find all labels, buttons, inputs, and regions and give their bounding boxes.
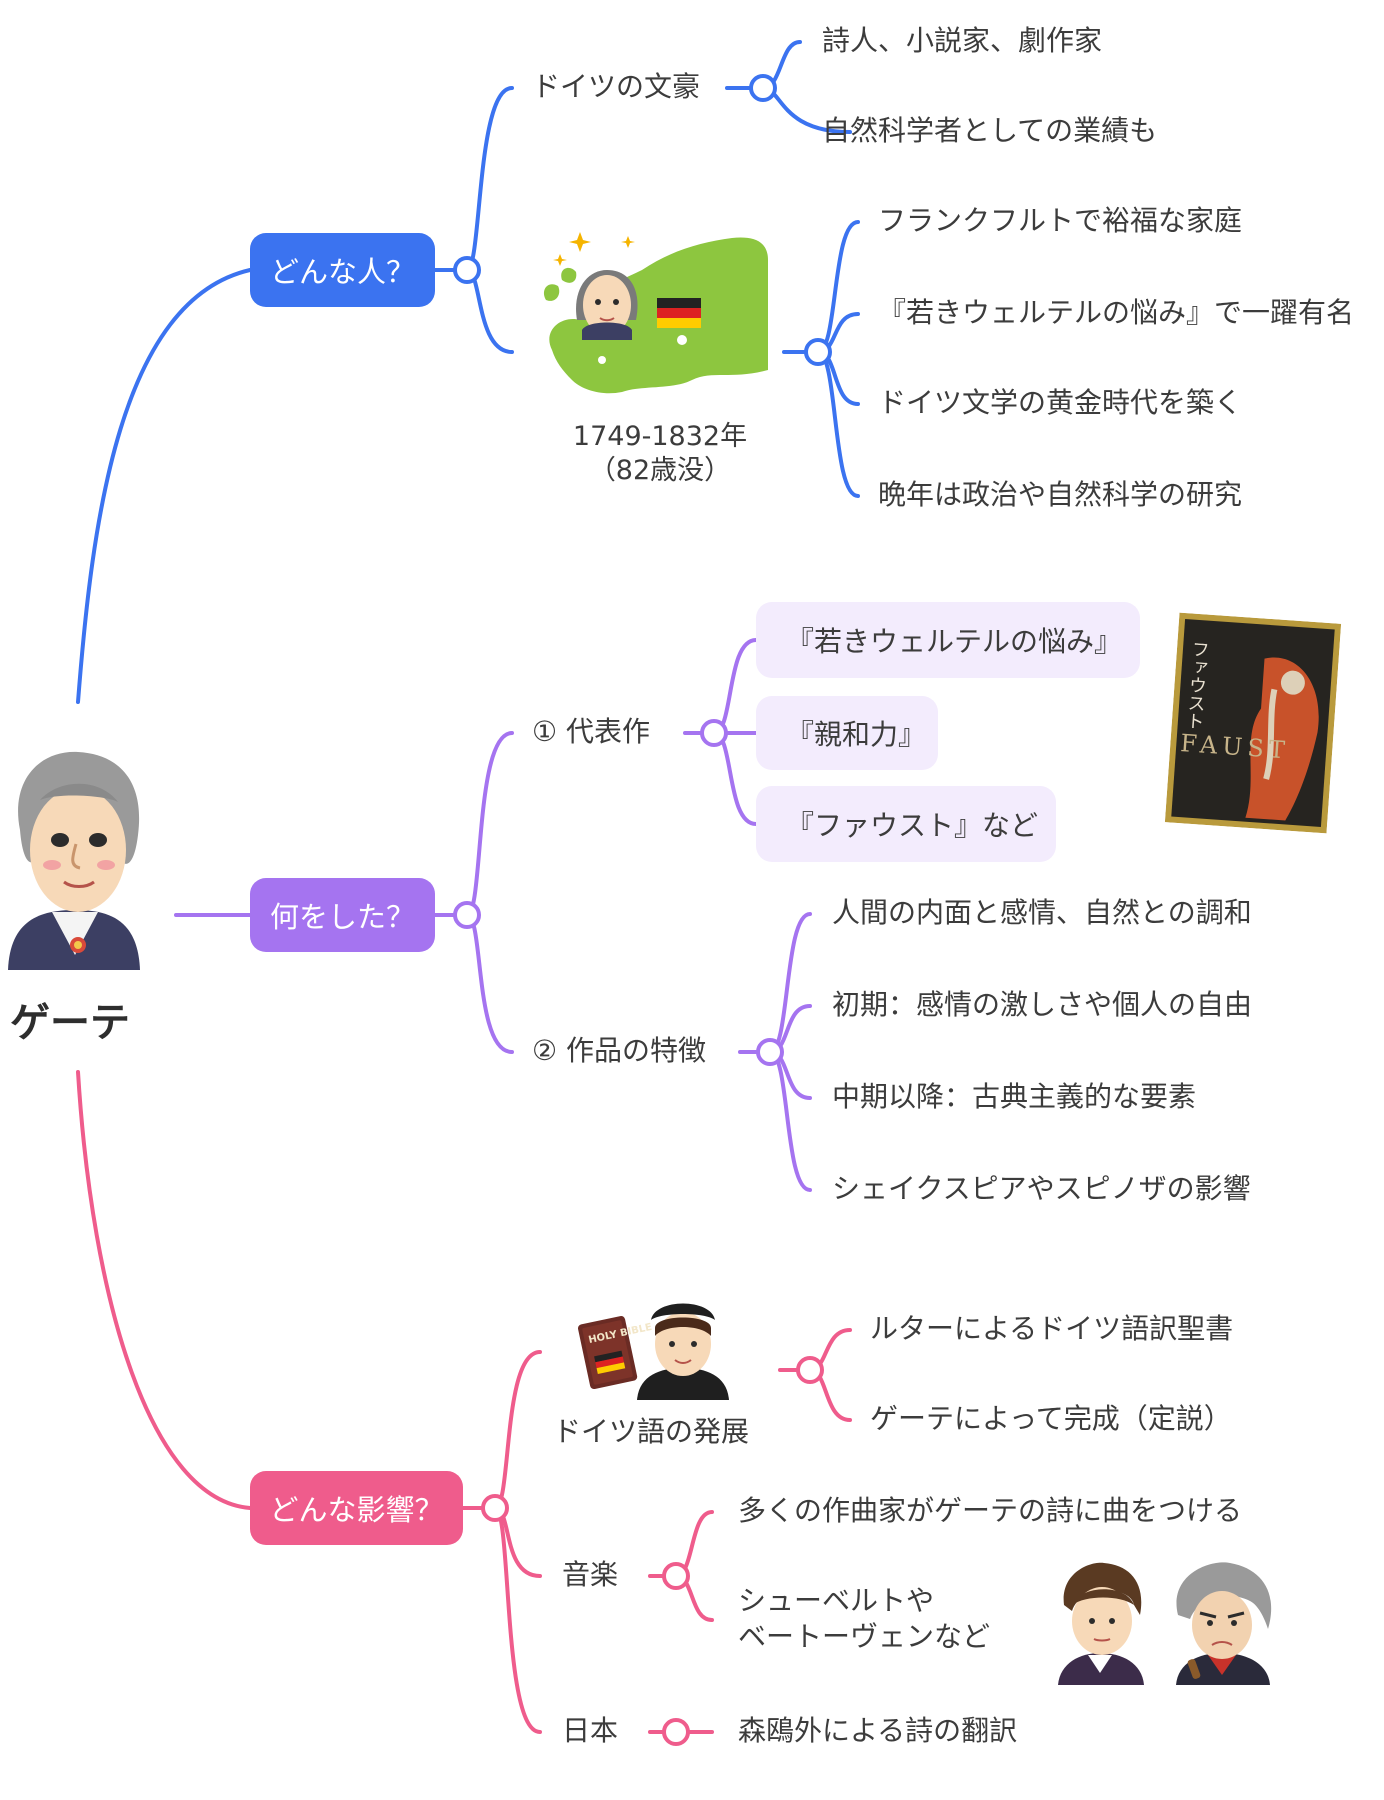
node-literary-junction [749,74,777,102]
node-german-junction [796,1356,824,1384]
feature-item-3: 中期以降：古典主義的な要素 [832,1080,1197,1113]
branch-what-button[interactable]: 何をした？ [250,878,435,952]
music-item-3: ベートーヴェンなど [738,1620,991,1653]
literary-item-2: 自然科学者としての業績も [822,114,1158,147]
node-who-junction [453,256,481,284]
music-item-1: 多くの作曲家がゲーテの詩に曲をつける [738,1494,1243,1527]
goethe-portrait-icon [0,740,150,970]
node-music-junction [662,1562,690,1590]
japan-label: 日本 [562,1714,619,1747]
feature-item-2: 初期：感情の激しさや個人の自由 [832,988,1253,1021]
life-item-2: 『若きウェルテルの悩み』で一躍有名 [878,296,1355,329]
japan-item-1: 森鴎外による詩の翻訳 [738,1714,1018,1747]
music-item-2: シューベルトや [738,1584,935,1617]
faust-book-cover-icon: FAUST ファウスト [1164,612,1342,834]
work-item-1: 『若きウェルテルの悩み』 [756,602,1140,678]
node-life-junction [804,338,832,366]
node-japan-junction [662,1718,690,1746]
feature-item-4: シェイクスピアやスピノザの影響 [832,1172,1251,1205]
branch-influence-connectors [76,1070,852,1734]
work-item-2: 『親和力』 [756,696,938,770]
life-item-4: 晩年は政治や自然科学の研究 [878,478,1243,511]
node-what-junction [453,901,481,929]
europe-map-germany-icon [532,220,768,396]
branch-influence-button[interactable]: どんな影響？ [250,1471,463,1545]
life-item-3: ドイツ文学の黄金時代を築く [878,386,1243,419]
center-topic-label: ゲーテ [10,1000,130,1046]
german-item-2: ゲーテによって完成（定説） [870,1402,1232,1435]
feature-item-1: 人間の内面と感情、自然との調和 [832,896,1252,929]
literary-giant-label: ドイツの文豪 [532,70,701,103]
lifespan-age: （82歳没） [588,455,732,486]
life-item-1: フランクフルトで裕福な家庭 [878,204,1243,237]
literary-item-1: 詩人、小説家、劇作家 [822,24,1103,57]
node-features-junction [756,1038,784,1066]
node-influence-junction [481,1494,509,1522]
composers-icon [1050,1555,1280,1685]
luther-bible-icon: HOLY BIBLE [575,1280,735,1400]
branch-who-button[interactable]: どんな人？ [250,233,435,307]
works-label: ① 代表作 [532,715,651,748]
german-item-1: ルターによるドイツ語訳聖書 [870,1312,1234,1345]
german-development-label: ドイツ語の発展 [553,1415,750,1448]
work-item-3: 『ファウスト』など [756,786,1056,862]
node-works-junction [700,719,728,747]
features-label: ② 作品の特徴 [532,1034,707,1067]
music-label: 音楽 [562,1558,619,1591]
lifespan-years: 1749-1832年 [572,421,748,452]
